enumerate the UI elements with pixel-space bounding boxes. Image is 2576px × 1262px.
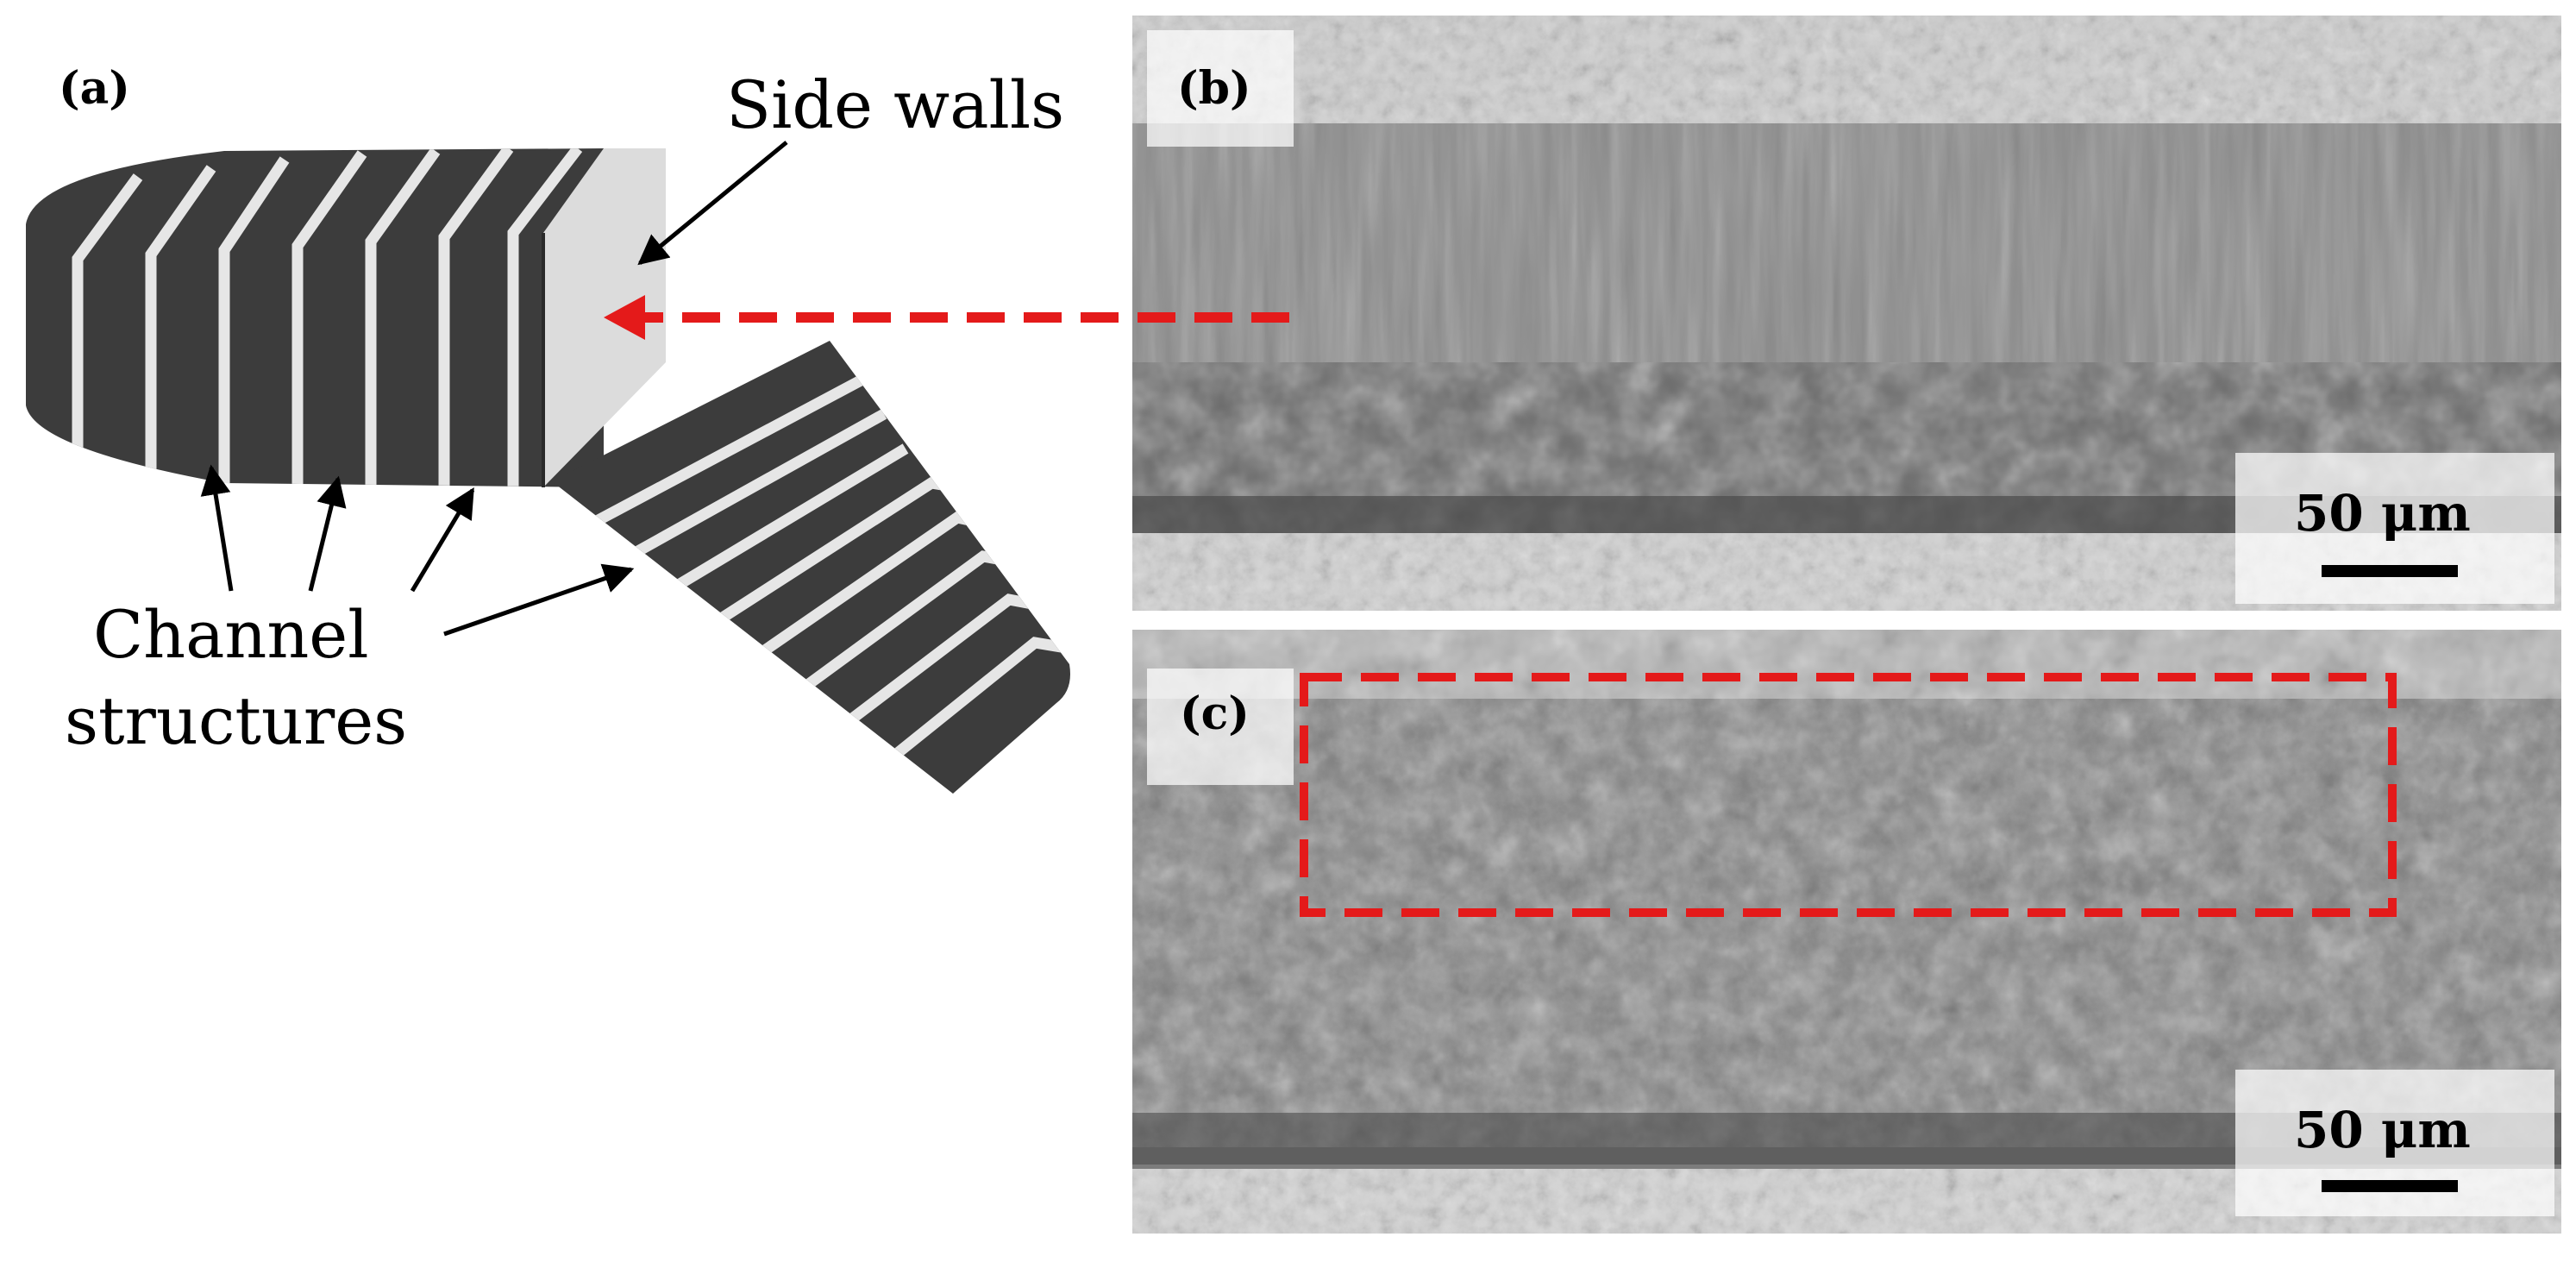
- panel-b-label: (b): [1177, 62, 1251, 115]
- highlight-arrow-head: [604, 295, 645, 340]
- panel-b-overlays: (b) 50 μm: [604, 30, 2554, 604]
- panel-c-overlays: (c) 50 μm: [1147, 669, 2554, 1216]
- annotation-arrows: [200, 141, 788, 637]
- channel-arrow-2: [308, 475, 347, 592]
- panel-c-scale-bar: [2322, 1180, 2458, 1192]
- side-walls-arrow: [637, 141, 788, 266]
- channel-block-lower: [552, 341, 1070, 794]
- panel-a-label: (a): [59, 62, 130, 115]
- panel-a: (a) Side walls Channel structures: [26, 62, 1070, 794]
- channel-structures-label-line2: structures: [65, 682, 407, 759]
- side-walls-label: Side walls: [726, 66, 1064, 143]
- channel-arrow-1: [200, 464, 234, 592]
- channel-arrow-3: [410, 487, 475, 593]
- highlight-region-box: [1300, 673, 2397, 917]
- panel-b-scale-bar: [2322, 565, 2458, 577]
- block-upper-stripes: [72, 148, 583, 487]
- channel-structures-label-line1: Channel: [93, 596, 369, 673]
- channel-block-upper: [26, 148, 666, 487]
- channel-arrow-4: [443, 563, 635, 637]
- panel-c-scale-label: 50 μm: [2294, 1101, 2471, 1159]
- panel-b-scale-label: 50 μm: [2294, 484, 2471, 543]
- panel-b-scale-box: [2235, 453, 2554, 604]
- panel-c-label: (c): [1180, 688, 1250, 740]
